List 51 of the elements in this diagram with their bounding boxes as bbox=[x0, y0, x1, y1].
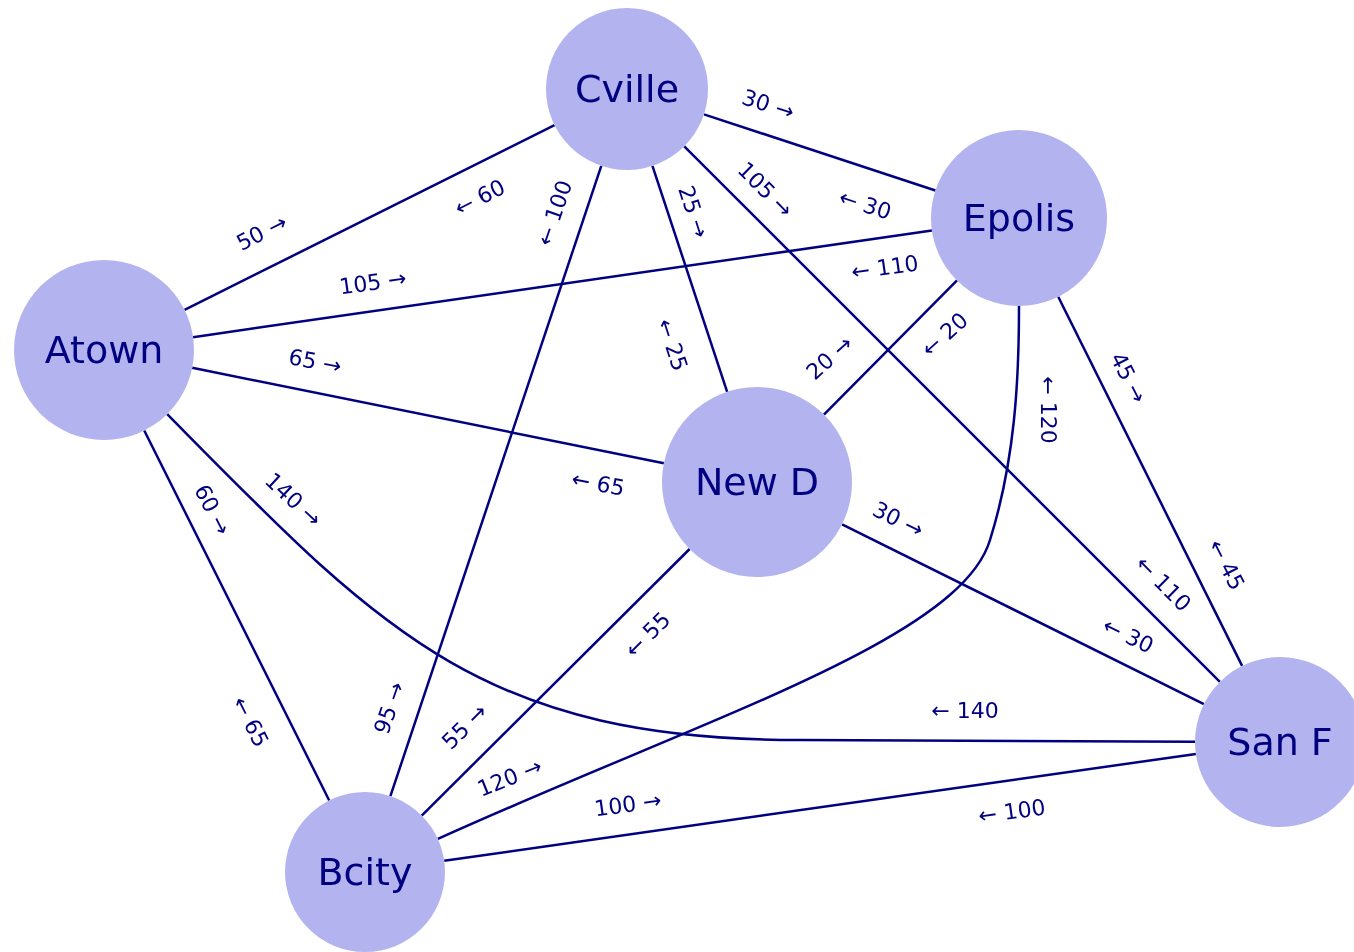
edge-weight-label: ← 25 bbox=[653, 316, 691, 374]
edge-weight-label: ← 45 bbox=[1204, 536, 1248, 594]
connector-line bbox=[437, 306, 1021, 841]
edge-weight-label: 65 → bbox=[286, 346, 344, 378]
edge-weight-label: 45 → bbox=[1106, 349, 1150, 407]
edge-weight-label: 20 → bbox=[802, 331, 858, 385]
connector-line bbox=[823, 279, 958, 416]
edge-weight-label: ← 120 bbox=[1037, 376, 1059, 444]
edge-weight-label: ← 30 bbox=[836, 186, 894, 224]
edge-weight-label: ← 110 bbox=[1131, 552, 1195, 616]
edge-weight-label: ← 100 bbox=[977, 796, 1047, 828]
city-name: Cville bbox=[574, 70, 680, 108]
edge-weight-label: 30 → bbox=[869, 498, 927, 542]
connector-line bbox=[651, 165, 729, 393]
edge-weight-label: 100 → bbox=[593, 789, 663, 821]
edge-weight-label: 30 → bbox=[739, 86, 797, 124]
connector-line bbox=[183, 124, 556, 311]
connector-line bbox=[1057, 296, 1244, 667]
connector-line bbox=[841, 523, 1205, 706]
edge-weight-label: ← 20 bbox=[917, 308, 973, 362]
edge-weight-label: ← 140 bbox=[931, 700, 999, 722]
connector-line bbox=[444, 752, 1197, 862]
connector-line bbox=[192, 229, 933, 339]
city-name: Epolis bbox=[962, 199, 1076, 237]
edge-weight-label: 120 → bbox=[474, 755, 546, 801]
connector-line bbox=[191, 366, 665, 465]
edge-weight-label: 55 → bbox=[438, 700, 492, 754]
connector-line bbox=[143, 429, 331, 801]
edge-weight-label: 50 → bbox=[233, 211, 291, 255]
edge-weight-label: ← 100 bbox=[533, 177, 577, 249]
edge-weight-label: ← 30 bbox=[1099, 614, 1157, 658]
edge-weight-label: ← 55 bbox=[621, 608, 675, 662]
edge-weight-label: 25 → bbox=[674, 183, 712, 241]
edge-weight-label: 95 → bbox=[370, 679, 410, 737]
edge-weight-label: ← 110 bbox=[850, 252, 920, 284]
edge-weight-label: ← 60 bbox=[451, 176, 509, 220]
city-name: San F bbox=[1227, 723, 1333, 761]
city-name: New D bbox=[694, 463, 820, 501]
connector-line bbox=[166, 413, 1195, 743]
edge-weight-label: ← 65 bbox=[228, 693, 272, 751]
edge-weight-label: ← 65 bbox=[569, 468, 627, 500]
connector-line bbox=[389, 165, 603, 797]
edge-weight-label: 105 → bbox=[338, 267, 408, 299]
connector-line bbox=[703, 113, 936, 192]
connector-line bbox=[420, 548, 691, 817]
edge-weight-label: 140 → bbox=[260, 468, 326, 532]
edge-weight-label: 60 → bbox=[190, 481, 234, 539]
city-name: Bcity bbox=[317, 853, 413, 891]
city-name: Atown bbox=[44, 331, 164, 369]
connector-line bbox=[683, 145, 1221, 683]
edge-weight-label: 105 → bbox=[733, 158, 797, 222]
